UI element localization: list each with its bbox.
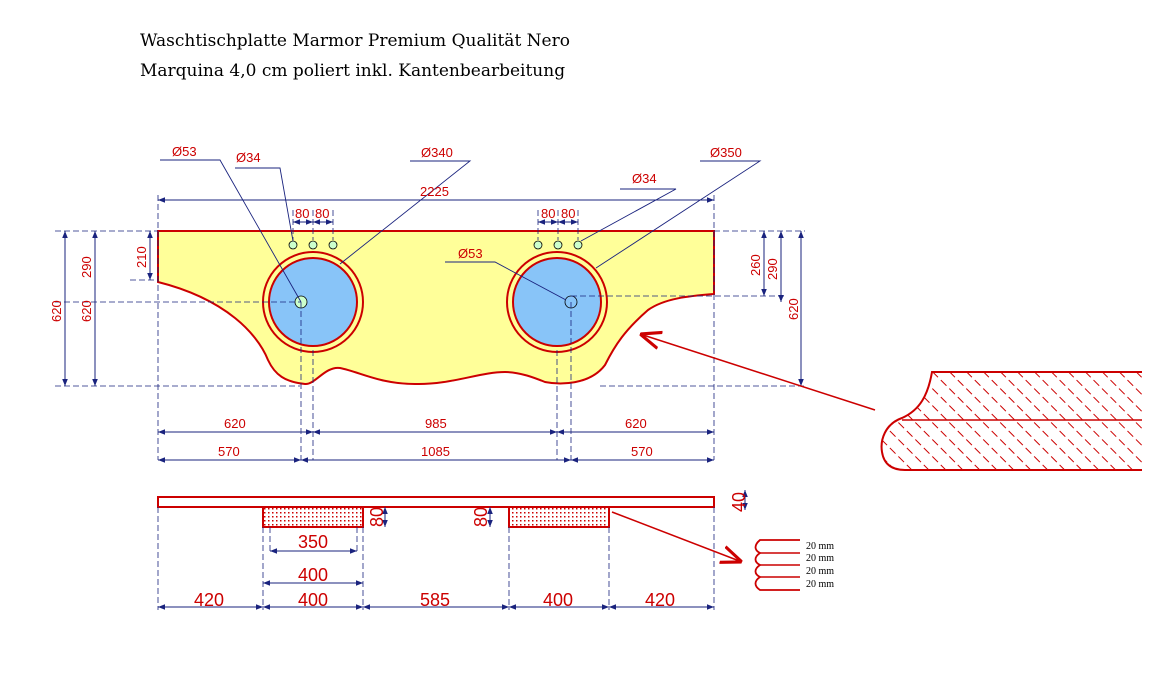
right-basin xyxy=(512,257,602,347)
dim-front-400-right: 400 xyxy=(543,590,573,610)
dim-right-tap-2: 80 xyxy=(561,206,575,221)
layer-label-1: 20 mm xyxy=(806,541,834,552)
dim-overall-width: 2225 xyxy=(420,184,449,199)
top-view: Ø53 Ø34 Ø340 Ø350 Ø34 Ø53 2225 80 80 80 … xyxy=(49,144,805,463)
drawing-title-line1: Waschtischplatte Marmor Premium Qualität… xyxy=(140,31,570,51)
callout-right-basin: Ø350 xyxy=(710,145,742,160)
edge-profile-detail xyxy=(640,334,1142,471)
dim-bottom-r1-mid: 985 xyxy=(425,416,447,431)
dim-bottom-r1-left: 620 xyxy=(224,416,246,431)
dim-left-290: 290 xyxy=(79,256,94,278)
dim-left-tap-2: 80 xyxy=(315,206,329,221)
slab-outline xyxy=(157,230,715,386)
dim-bottom-r2-left: 570 xyxy=(218,444,240,459)
dim-thickness: 40 xyxy=(729,492,749,512)
dim-right-tap-1: 80 xyxy=(541,206,555,221)
dim-inner-width: 350 xyxy=(298,532,328,552)
dim-bottom-r2-right: 570 xyxy=(631,444,653,459)
dim-left-height-inner: 620 xyxy=(79,300,94,322)
callout-left-basin: Ø340 xyxy=(421,145,453,160)
dim-front-400-left: 400 xyxy=(298,590,328,610)
dim-left-sink-depth: 80 xyxy=(367,507,387,527)
edge-layer-detail: 20 mm 20 mm 20 mm 20 mm xyxy=(611,511,834,591)
dim-right-290: 290 xyxy=(765,258,780,280)
callout-left-tap-holes: Ø34 xyxy=(236,150,261,165)
callout-right-tap-holes: Ø34 xyxy=(632,171,657,186)
callout-right-drain: Ø53 xyxy=(458,246,483,261)
dim-front-420-left: 420 xyxy=(194,590,224,610)
right-sink-apron xyxy=(508,506,610,528)
dim-front-420-right: 420 xyxy=(645,590,675,610)
layer-label-2: 20 mm xyxy=(806,553,834,564)
layer-label-4: 20 mm xyxy=(806,579,834,590)
dim-bottom-r2-mid: 1085 xyxy=(421,444,450,459)
dim-left-tap-1: 80 xyxy=(295,206,309,221)
front-view: 40 80 80 350 400 420 400 585 400 420 xyxy=(157,490,749,610)
dim-right-260: 260 xyxy=(748,254,763,276)
dim-right-sink-depth: 80 xyxy=(471,507,491,527)
drawing-title-line2: Marquina 4,0 cm poliert inkl. Kantenbear… xyxy=(140,61,566,81)
left-sink-apron xyxy=(262,506,364,528)
dim-outer-width: 400 xyxy=(298,565,328,585)
dim-left-210: 210 xyxy=(134,246,149,268)
left-basin xyxy=(268,257,358,347)
callout-left-drain: Ø53 xyxy=(172,144,197,159)
dim-front-585: 585 xyxy=(420,590,450,610)
dim-left-height-outer: 620 xyxy=(49,300,64,322)
dim-bottom-r1-right: 620 xyxy=(625,416,647,431)
dim-right-620: 620 xyxy=(786,298,801,320)
layer-label-3: 20 mm xyxy=(806,566,834,577)
